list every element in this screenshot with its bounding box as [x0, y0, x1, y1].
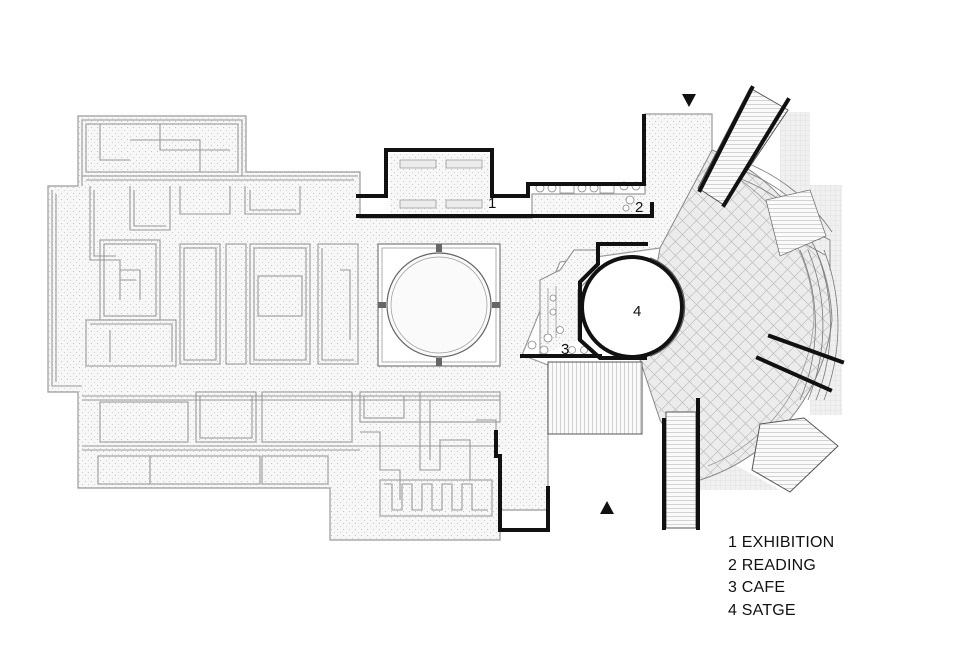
- legend-item-exhibition: 1 EXHIBITION: [728, 534, 835, 551]
- triangle-up-icon: [600, 501, 614, 514]
- legend: 1 EXHIBITION 2 READING 3 CAFE 4 SATGE: [728, 532, 834, 622]
- exhibition-partitions: [51, 119, 501, 517]
- central-courtyard: [377, 243, 501, 367]
- legend-item-reading: 2 READING: [728, 556, 817, 574]
- entrance-markers: [600, 94, 696, 514]
- label-exhibition-number: 1: [488, 195, 496, 212]
- stage-drum: [580, 255, 686, 359]
- legend-item-stage: 4 SATGE: [728, 601, 796, 619]
- label-cafe-number: 3: [561, 341, 569, 358]
- label-reading-number: 2: [635, 199, 643, 216]
- exhibition-room: [390, 154, 490, 214]
- legend-item-cafe: 3 CAFE: [728, 579, 786, 596]
- triangle-down-icon: [682, 94, 696, 107]
- structural-walls: [356, 85, 845, 532]
- stairs: [547, 87, 839, 529]
- label-stage-number: 4: [633, 303, 641, 320]
